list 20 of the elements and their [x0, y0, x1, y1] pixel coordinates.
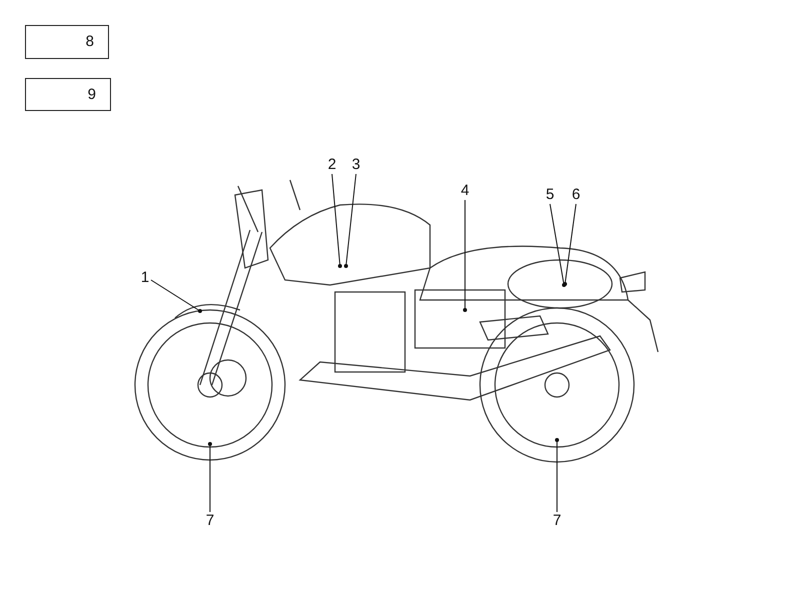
part-number: 9 — [88, 86, 96, 104]
leader-line — [550, 204, 566, 287]
callout-number: 2 — [326, 156, 338, 174]
callout-number: 3 — [350, 156, 362, 174]
callout-number: 7 — [204, 512, 216, 530]
leader-line — [463, 200, 467, 312]
leader-line — [563, 204, 576, 286]
part-number-box — [25, 25, 109, 59]
leader-line — [344, 174, 356, 268]
callout-number: 4 — [459, 182, 471, 200]
leader-line — [150, 280, 202, 313]
callout-number: 6 — [570, 186, 582, 204]
part-number-box — [25, 78, 111, 111]
leader-line — [555, 438, 559, 512]
leader-line — [332, 174, 342, 268]
callout-number: 7 — [551, 512, 563, 530]
callout-number: 5 — [544, 186, 556, 204]
part-number: 8 — [86, 33, 94, 51]
callout-number: 1 — [139, 269, 151, 287]
leader-line — [208, 442, 212, 512]
